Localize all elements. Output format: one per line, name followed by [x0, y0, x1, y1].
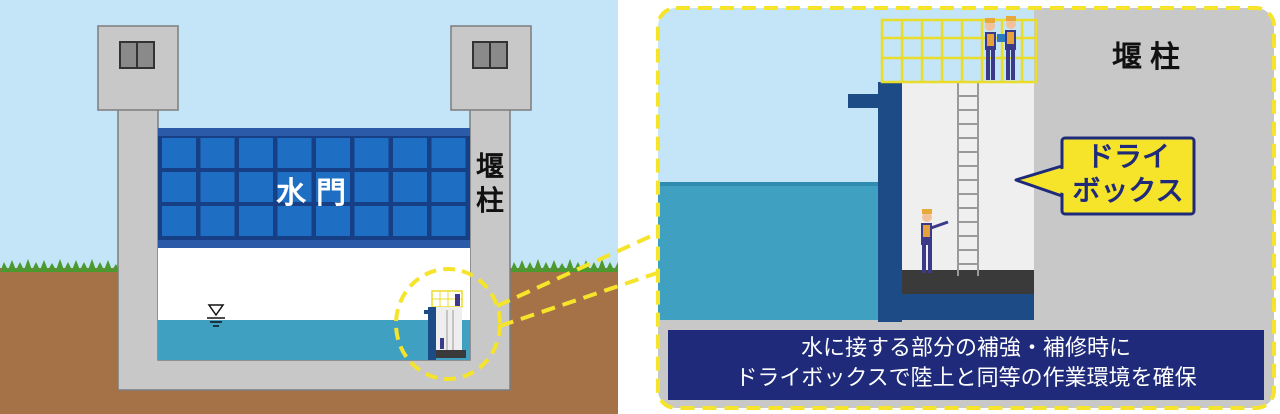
river-water	[158, 320, 470, 360]
gate-panel	[162, 206, 196, 236]
gate-panel	[316, 172, 350, 202]
zoom-connector	[496, 230, 661, 308]
gate-panel	[200, 172, 235, 202]
gate-panel	[393, 172, 427, 202]
gate-panel	[200, 206, 235, 236]
worker-figure	[921, 209, 949, 273]
callout-line: ドライ	[1085, 140, 1170, 173]
gate-panel	[431, 172, 466, 202]
dry-box-floor	[902, 270, 1034, 296]
gate-panel	[162, 172, 196, 202]
gate-panel	[393, 206, 427, 236]
dry-box-flange	[848, 94, 888, 108]
gate-panel	[316, 206, 350, 236]
caption-band	[668, 330, 1264, 400]
water-level-icon	[207, 304, 225, 327]
gate-panel	[200, 138, 235, 168]
detail-panel	[656, 6, 1276, 410]
callout-text: ドライ ボックス	[1064, 140, 1192, 208]
left-scene	[0, 0, 661, 414]
worker-figure	[985, 18, 996, 80]
gate-label: 水門	[276, 176, 356, 211]
gate-panel	[354, 206, 389, 236]
gate-panel	[431, 206, 466, 236]
gate-panel	[393, 138, 427, 168]
gate-panel	[316, 138, 350, 168]
gate-panel	[239, 172, 273, 202]
callout-line: ボックス	[1072, 174, 1184, 207]
caption-text: 水に接する部分の補強・補修時に ドライボックスで陸上と同等の作業環境を確保	[668, 334, 1264, 394]
safety-railing	[880, 18, 1038, 84]
zoom-connector	[499, 270, 661, 328]
worker-figure	[997, 16, 1016, 80]
callout-bubble	[1014, 136, 1196, 216]
detail-panel-border	[656, 6, 1276, 410]
detail-water	[658, 182, 880, 322]
gate-panel	[277, 206, 312, 236]
gate-panel	[354, 172, 389, 202]
grass	[0, 259, 120, 272]
pillar-label-char: 柱	[475, 184, 504, 217]
sluice-gate	[158, 128, 470, 248]
gate-panel	[431, 138, 466, 168]
gate-panel	[239, 138, 273, 168]
gate-panel	[239, 206, 273, 236]
gate-panel	[277, 172, 312, 202]
caption-line: ドライボックスで陸上と同等の作業環境を確保	[735, 366, 1197, 391]
caption-line: 水に接する部分の補強・補修時に	[800, 336, 1131, 361]
dry-box-wall	[878, 82, 902, 322]
gate-panel	[162, 138, 196, 168]
gate-panel	[277, 138, 312, 168]
ladder	[957, 82, 979, 276]
pillar-label-vertical: 堰 柱	[472, 150, 508, 218]
mini-dry-box	[424, 290, 466, 360]
detail-pillar-label: 堰柱	[1112, 40, 1188, 75]
gate-panel	[354, 138, 389, 168]
pillar-label-char: 堰	[475, 150, 504, 183]
grass	[510, 259, 618, 272]
